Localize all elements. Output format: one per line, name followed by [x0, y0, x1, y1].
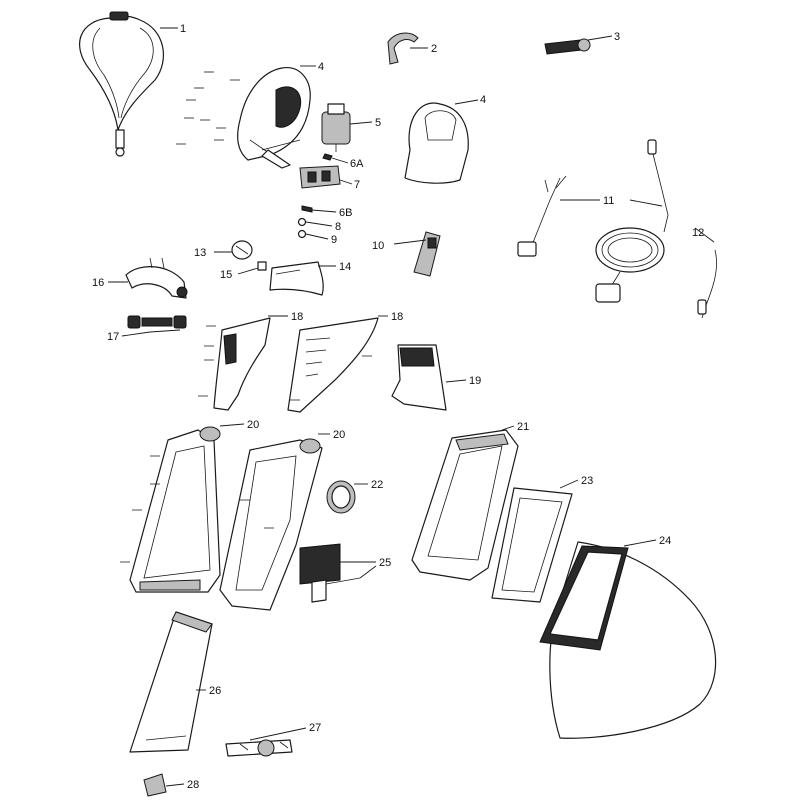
label-6b: 6B: [339, 207, 352, 219]
part-14-deflector[interactable]: [269, 261, 324, 296]
label-27: 27: [309, 722, 321, 734]
part-21-collection-frame[interactable]: [411, 429, 519, 581]
part-16-strap-bracket[interactable]: [125, 257, 188, 299]
label-19: 19: [469, 375, 481, 387]
part-1-shoulder-strap[interactable]: [79, 11, 164, 157]
part-28-foot[interactable]: [143, 773, 167, 797]
part-18-handle-half-right[interactable]: [287, 317, 379, 413]
label-18b: 18: [391, 311, 403, 323]
label-10: 10: [372, 240, 384, 252]
part-6b-pin[interactable]: [301, 205, 313, 213]
part-22-seal-ring[interactable]: [326, 480, 356, 514]
label-8: 8: [335, 221, 341, 233]
part-6a-pin[interactable]: [322, 153, 333, 161]
part-7-switch-block[interactable]: [299, 165, 341, 189]
part-24-collection-bag[interactable]: [539, 541, 717, 739]
label-17: 17: [107, 331, 119, 343]
label-14: 14: [339, 261, 351, 273]
part-17-spring-assembly[interactable]: [127, 315, 187, 329]
part-15-clip[interactable]: [257, 261, 267, 271]
part-20-tube-half-right[interactable]: [219, 438, 323, 611]
part-4-handle-cover[interactable]: [404, 102, 469, 184]
label-16: 16: [92, 277, 104, 289]
label-3: 3: [614, 31, 620, 43]
part-27-wheel-assembly[interactable]: [225, 739, 293, 757]
part-20-tube-half-left[interactable]: [120, 426, 221, 593]
label-9: 9: [331, 234, 337, 246]
label-13: 13: [194, 247, 206, 259]
part-12-wire[interactable]: [697, 249, 717, 319]
label-5: 5: [375, 117, 381, 129]
label-24: 24: [659, 535, 671, 547]
part-18-handle-half-left[interactable]: [198, 317, 271, 411]
label-7: 7: [354, 179, 360, 191]
label-21: 21: [517, 421, 529, 433]
part-13-knob[interactable]: [231, 240, 253, 260]
label-18a: 18: [291, 311, 303, 323]
screw-set-housing: [176, 71, 240, 145]
label-25: 25: [379, 557, 391, 569]
label-26: 26: [209, 685, 221, 697]
part-3-spring-screw[interactable]: [544, 38, 591, 55]
label-23: 23: [581, 475, 593, 487]
part-19-nozzle[interactable]: [391, 344, 447, 411]
label-15: 15: [220, 269, 232, 281]
part-11-power-cord[interactable]: [517, 139, 669, 303]
label-4b: 4: [480, 94, 486, 106]
part-8-washer[interactable]: [297, 217, 307, 227]
label-11: 11: [603, 195, 614, 207]
part-26-lower-tube[interactable]: [129, 611, 213, 753]
label-22: 22: [371, 479, 383, 491]
part-23-filter[interactable]: [491, 487, 573, 603]
part-25-switch-board[interactable]: [299, 543, 361, 603]
label-28: 28: [187, 779, 199, 791]
part-9-nut[interactable]: [297, 229, 307, 239]
label-4a: 4: [318, 61, 324, 73]
part-5-motor[interactable]: [321, 103, 351, 152]
part-4-motor-housing[interactable]: [237, 67, 311, 169]
label-12: 12: [692, 227, 704, 239]
label-2: 2: [431, 43, 437, 55]
label-20b: 20: [333, 429, 345, 441]
label-20a: 20: [247, 419, 259, 431]
part-2-clip[interactable]: [387, 32, 419, 65]
label-1: 1: [180, 23, 186, 35]
part-10-cord-clamp[interactable]: [413, 231, 441, 277]
label-6a: 6A: [350, 158, 364, 170]
